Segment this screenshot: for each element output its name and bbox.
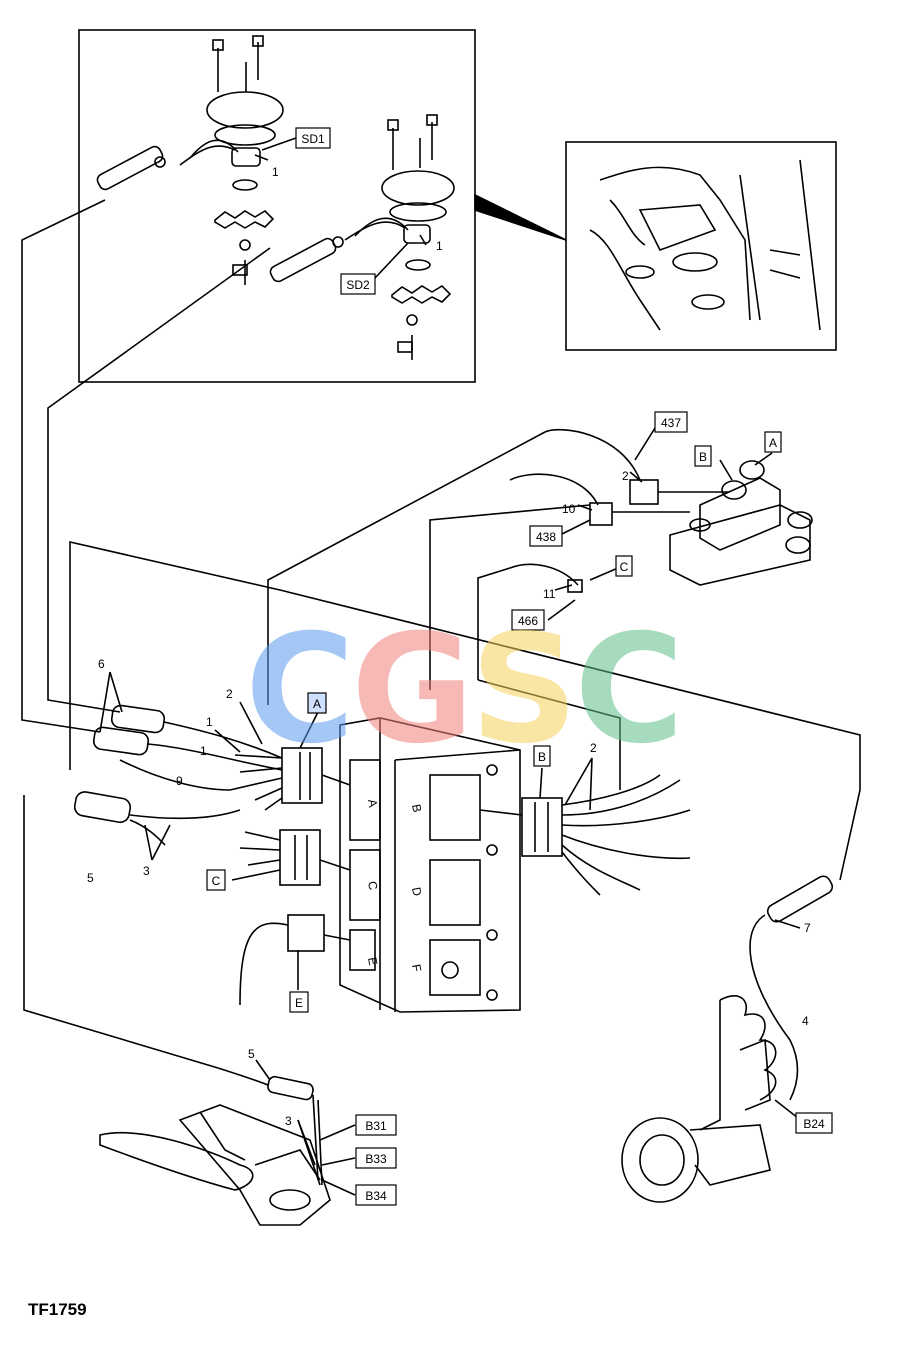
ecu-letter-e: E bbox=[365, 956, 380, 966]
speed-sensor-sd1 bbox=[96, 35, 284, 285]
label-connector-e: E bbox=[295, 996, 303, 1010]
connector-c bbox=[239, 829, 351, 886]
solenoid-valve bbox=[669, 460, 813, 586]
wire-route-437 bbox=[267, 431, 546, 705]
callout-3-left: 3 bbox=[143, 864, 150, 878]
label-b33: B33 bbox=[365, 1152, 387, 1166]
wire-route-frame bbox=[69, 540, 861, 881]
connector-a bbox=[229, 747, 351, 811]
wire-route-sensor-bottom bbox=[23, 795, 219, 1069]
left-harness bbox=[73, 704, 283, 846]
watermark-letter-4: C bbox=[574, 603, 684, 777]
callout-6: 6 bbox=[98, 657, 105, 671]
callout-9: 9 bbox=[176, 774, 183, 788]
ecu-letter-b: B bbox=[409, 803, 424, 813]
label-b24: B24 bbox=[803, 1117, 825, 1131]
label-connector-a: A bbox=[313, 697, 321, 711]
speed-sensor-sd2 bbox=[269, 114, 455, 360]
label-valve-c: C bbox=[620, 560, 629, 574]
callout-1-left-2: 1 bbox=[200, 744, 207, 758]
label-connector-c: C bbox=[212, 874, 221, 888]
label-b34: B34 bbox=[365, 1189, 387, 1203]
speed-sensor-inset-frame bbox=[78, 29, 476, 383]
label-438: 438 bbox=[536, 530, 556, 544]
figure-id: TF1759 bbox=[28, 1300, 87, 1319]
callout-2-top: 2 bbox=[622, 469, 629, 483]
ecu-letter-f: F bbox=[409, 963, 424, 973]
leader-lines bbox=[99, 137, 801, 1196]
location-inset-frame bbox=[565, 141, 837, 351]
callout-2-right: 2 bbox=[590, 741, 597, 755]
callout-7: 7 bbox=[804, 921, 811, 935]
label-sd1-part-1: 1 bbox=[272, 165, 279, 179]
label-valve-a: A bbox=[769, 436, 777, 450]
wire-route-466 bbox=[477, 567, 511, 680]
watermark-letter-3: S bbox=[470, 603, 578, 777]
label-b31: B31 bbox=[365, 1119, 387, 1133]
connector-b bbox=[479, 774, 691, 896]
callout-5-left: 5 bbox=[87, 871, 94, 885]
ecu-letter-c: C bbox=[365, 880, 380, 891]
location-view bbox=[589, 159, 821, 331]
callout-1-left: 1 bbox=[206, 715, 213, 729]
callout-10: 10 bbox=[562, 502, 576, 516]
label-sd1: SD1 bbox=[301, 132, 325, 146]
label-connector-b: B bbox=[538, 750, 546, 764]
label-sd2: SD2 bbox=[346, 278, 370, 292]
ecu-letter-a: A bbox=[365, 798, 380, 808]
valve-connectors bbox=[509, 428, 730, 593]
inset-pointer bbox=[474, 193, 567, 241]
label-valve-b: B bbox=[699, 450, 707, 464]
wire-route-sd1 bbox=[21, 199, 106, 733]
track-sensor-b24 bbox=[621, 875, 834, 1203]
wire-route-438 bbox=[429, 504, 591, 690]
wire-route-b-harness bbox=[477, 679, 621, 790]
label-437: 437 bbox=[661, 416, 681, 430]
callout-4: 4 bbox=[802, 1014, 809, 1028]
callout-5-bottom: 5 bbox=[248, 1047, 255, 1061]
callout-11: 11 bbox=[543, 587, 556, 601]
watermark-letter-1: C bbox=[245, 603, 355, 777]
ecu-controller bbox=[339, 717, 521, 1013]
watermark-letter-2: G bbox=[351, 603, 474, 777]
connector-e bbox=[239, 914, 351, 1006]
callout-3-bottom: 3 bbox=[285, 1114, 292, 1128]
label-466: 466 bbox=[518, 614, 538, 628]
wire-route-sd2 bbox=[47, 247, 271, 713]
watermark-logo: CGSC bbox=[245, 603, 684, 777]
callout-2-left: 2 bbox=[226, 687, 233, 701]
pilot-pressure-sensors bbox=[99, 1067, 331, 1226]
label-sd2-part-1: 1 bbox=[436, 239, 443, 253]
ecu-letter-d: D bbox=[409, 886, 424, 897]
